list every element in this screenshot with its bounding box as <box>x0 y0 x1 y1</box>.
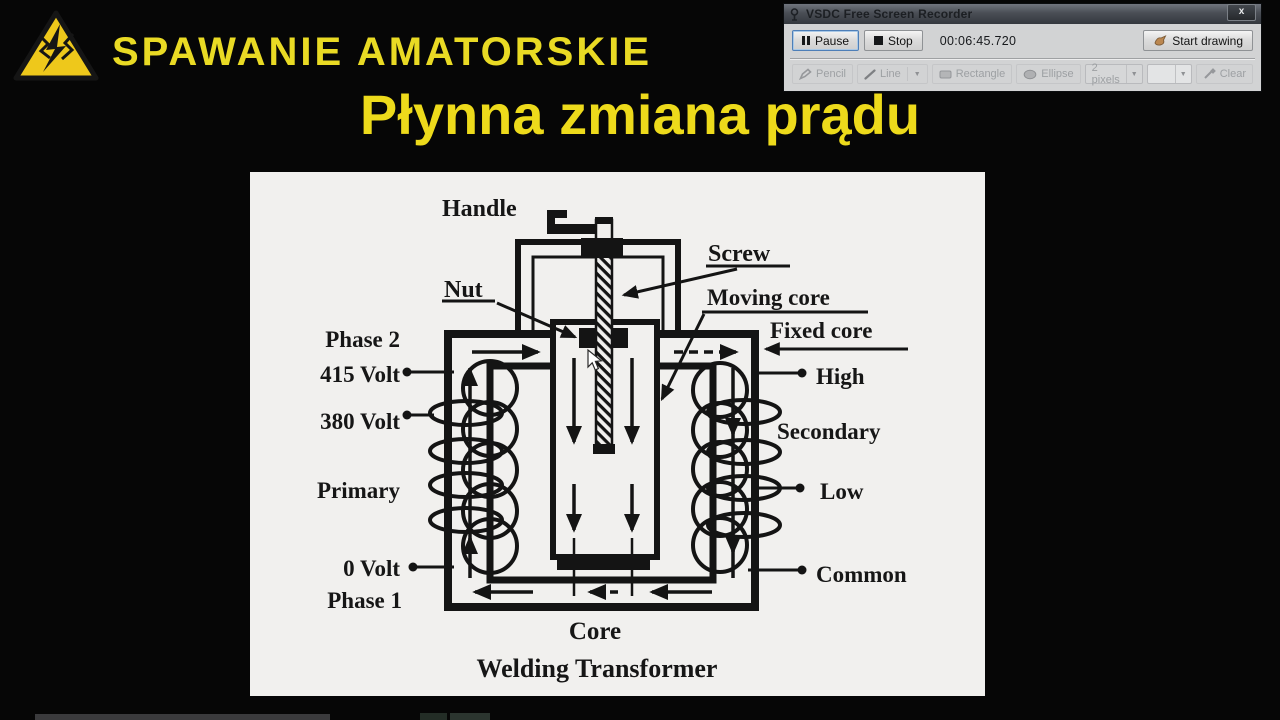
vsdc-recorder-window: VSDC Free Screen Recorder x Pause Stop 0… <box>783 3 1262 92</box>
line-tool-button[interactable]: Line ▼ <box>856 64 928 84</box>
drawing-toolbar: Pencil Line ▼ Rectangle Ellips <box>784 60 1261 86</box>
line-dropdown-icon[interactable]: ▼ <box>913 70 921 78</box>
stop-icon <box>874 36 884 45</box>
channel-logo <box>10 6 102 91</box>
label-high: High <box>816 364 865 389</box>
stop-label: Stop <box>888 33 913 48</box>
label-415v: 415 Volt <box>320 362 400 387</box>
app-icon <box>790 7 799 21</box>
label-0v: 0 Volt <box>343 556 400 581</box>
label-handle: Handle <box>442 196 517 222</box>
pause-button[interactable]: Pause <box>792 30 860 51</box>
thickness-select[interactable]: 2 pixels ▼ <box>1084 62 1143 86</box>
primary-winding <box>428 359 519 575</box>
label-phase1: Phase 1 <box>327 588 402 613</box>
high-voltage-warning-icon <box>13 10 99 81</box>
secondary-winding <box>691 361 782 574</box>
label-nut: Nut <box>444 277 483 303</box>
clear-eraser-icon <box>1203 68 1216 79</box>
ellipse-label: Ellipse <box>1041 68 1074 80</box>
nut-blocks <box>579 328 628 348</box>
toolbar-divider <box>790 58 1255 60</box>
recording-timer: 00:06:45.720 <box>939 33 1017 48</box>
label-primary: Primary <box>317 478 401 503</box>
rectangle-tool-button[interactable]: Rectangle <box>931 64 1013 84</box>
screw-collar <box>581 238 623 258</box>
ellipse-tool-button[interactable]: Ellipse <box>1016 64 1081 84</box>
label-fixed-core: Fixed core <box>770 318 872 343</box>
label-screw: Screw <box>708 241 771 267</box>
taskbar-remnant-mid2 <box>450 713 490 720</box>
thickness-dropdown-icon[interactable]: ▼ <box>1125 65 1142 83</box>
welding-transformer-diagram: Phase 2 415 Volt 380 Volt Primary 0 Volt… <box>317 196 908 683</box>
clear-button[interactable]: Clear <box>1195 64 1253 84</box>
close-button[interactable]: x <box>1227 4 1256 21</box>
line-icon <box>864 68 876 80</box>
pencil-icon <box>799 68 812 80</box>
video-title: Płynna zmiana prądu <box>359 83 921 146</box>
clear-label: Clear <box>1219 68 1246 80</box>
button-separator <box>906 67 908 81</box>
flux-arrows <box>461 343 742 601</box>
label-phase2: Phase 2 <box>325 327 400 352</box>
stop-button[interactable]: Stop <box>864 30 923 51</box>
label-380v: 380 Volt <box>320 409 400 434</box>
recorder-controls: Pause Stop 00:06:45.720 Start drawing <box>784 24 1261 57</box>
ellipse-icon <box>1023 69 1037 79</box>
label-core: Core <box>569 618 621 645</box>
taskbar-remnant-mid1 <box>420 713 447 720</box>
label-common: Common <box>816 562 907 587</box>
line-label: Line <box>879 68 901 80</box>
pencil-tool-button[interactable]: Pencil <box>792 64 853 84</box>
color-select[interactable]: ▼ <box>1146 64 1192 84</box>
rectangle-label: Rectangle <box>955 68 1006 80</box>
label-low: Low <box>820 479 864 504</box>
start-drawing-button[interactable]: Start drawing <box>1143 30 1253 51</box>
label-secondary: Secondary <box>777 419 881 444</box>
start-drawing-label: Start drawing <box>1172 33 1243 48</box>
mouse-cursor <box>587 348 603 371</box>
label-moving-core: Moving core <box>707 285 830 310</box>
diagram-panel: Phase 2 415 Volt 380 Volt Primary 0 Volt… <box>250 172 985 696</box>
pause-icon <box>802 36 810 45</box>
hand-brush-icon <box>1154 35 1167 46</box>
core-step <box>557 560 650 570</box>
taskbar-remnant-left <box>35 714 330 720</box>
diagram-caption: Welding Transformer <box>477 654 718 683</box>
pencil-label: Pencil <box>816 68 846 80</box>
right-labels: High Secondary Low Common <box>748 364 907 587</box>
color-dropdown-icon[interactable]: ▼ <box>1174 65 1191 83</box>
recorder-title: VSDC Free Screen Recorder <box>806 7 973 21</box>
channel-name: SPAWANIE AMATORSKIE <box>112 30 653 74</box>
thickness-value: 2 pixels <box>1091 62 1120 86</box>
handle-crank <box>547 210 596 234</box>
left-labels: Phase 2 415 Volt 380 Volt Primary 0 Volt… <box>317 327 454 613</box>
callout-labels: Handle Screw Nut Moving core Fixed core <box>442 196 908 402</box>
rectangle-icon <box>939 70 952 78</box>
recorder-titlebar[interactable]: VSDC Free Screen Recorder x <box>784 4 1261 24</box>
pause-label: Pause <box>815 33 850 48</box>
